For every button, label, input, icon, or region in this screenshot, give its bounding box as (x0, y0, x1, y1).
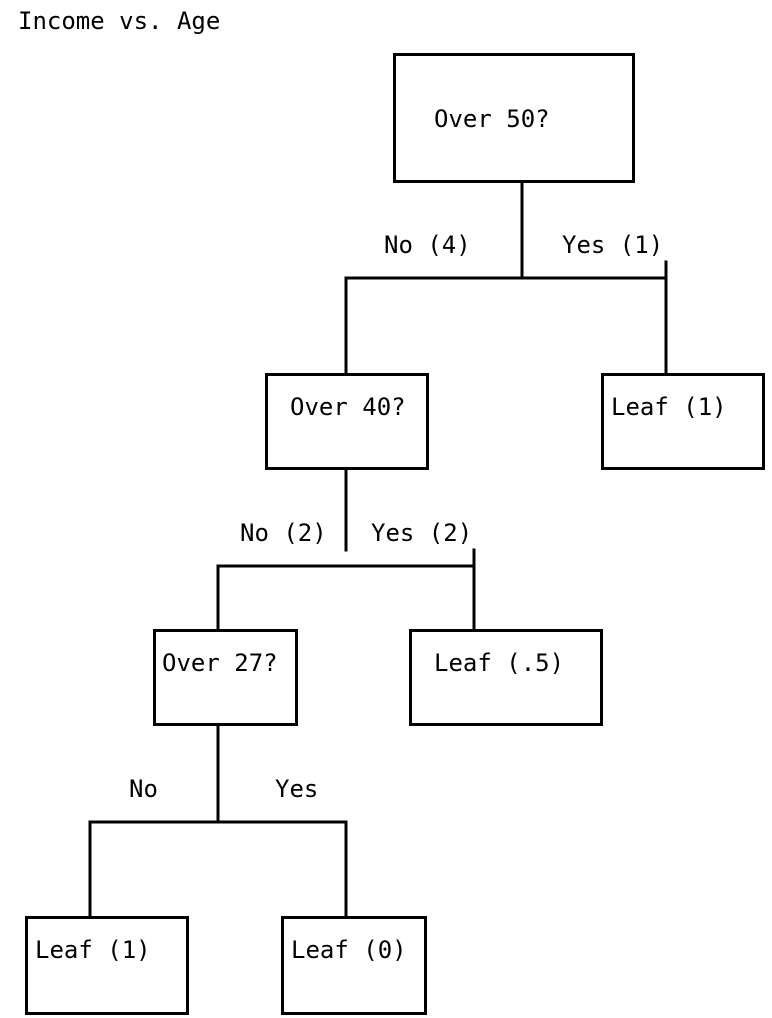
leaf-over-50-yes-label: Leaf (1) (611, 393, 727, 421)
node-leaf-over-50-yes: Leaf (1) (601, 373, 765, 470)
node-leaf-over-27-no: Leaf (1) (25, 916, 189, 1015)
edge-label-over-27-no: No (129, 775, 158, 803)
node-over-27-label: Over 27? (162, 649, 278, 677)
node-over-27: Over 27? (153, 629, 298, 726)
edge-label-over-27-yes: Yes (275, 775, 319, 803)
node-leaf-over-27-yes: Leaf (0) (281, 916, 427, 1015)
leaf-over-27-yes-label: Leaf (0) (291, 936, 407, 964)
node-over-50: Over 50? (393, 53, 635, 183)
leaf-over-27-no-label: Leaf (1) (35, 936, 151, 964)
node-over-40-label: Over 40? (290, 393, 406, 421)
diagram-title: Income vs. Age (18, 7, 221, 35)
node-leaf-over-40-yes: Leaf (.5) (409, 629, 603, 726)
edge-label-over-40-yes: Yes (2) (371, 519, 473, 547)
leaf-over-40-yes-label: Leaf (.5) (434, 649, 565, 677)
node-over-50-label: Over 50? (434, 105, 550, 133)
edge-label-over-50-no: No (4) (384, 231, 471, 259)
node-over-40: Over 40? (265, 373, 429, 470)
edge-label-over-40-no: No (2) (240, 519, 327, 547)
edge-label-over-50-yes: Yes (1) (562, 231, 664, 259)
